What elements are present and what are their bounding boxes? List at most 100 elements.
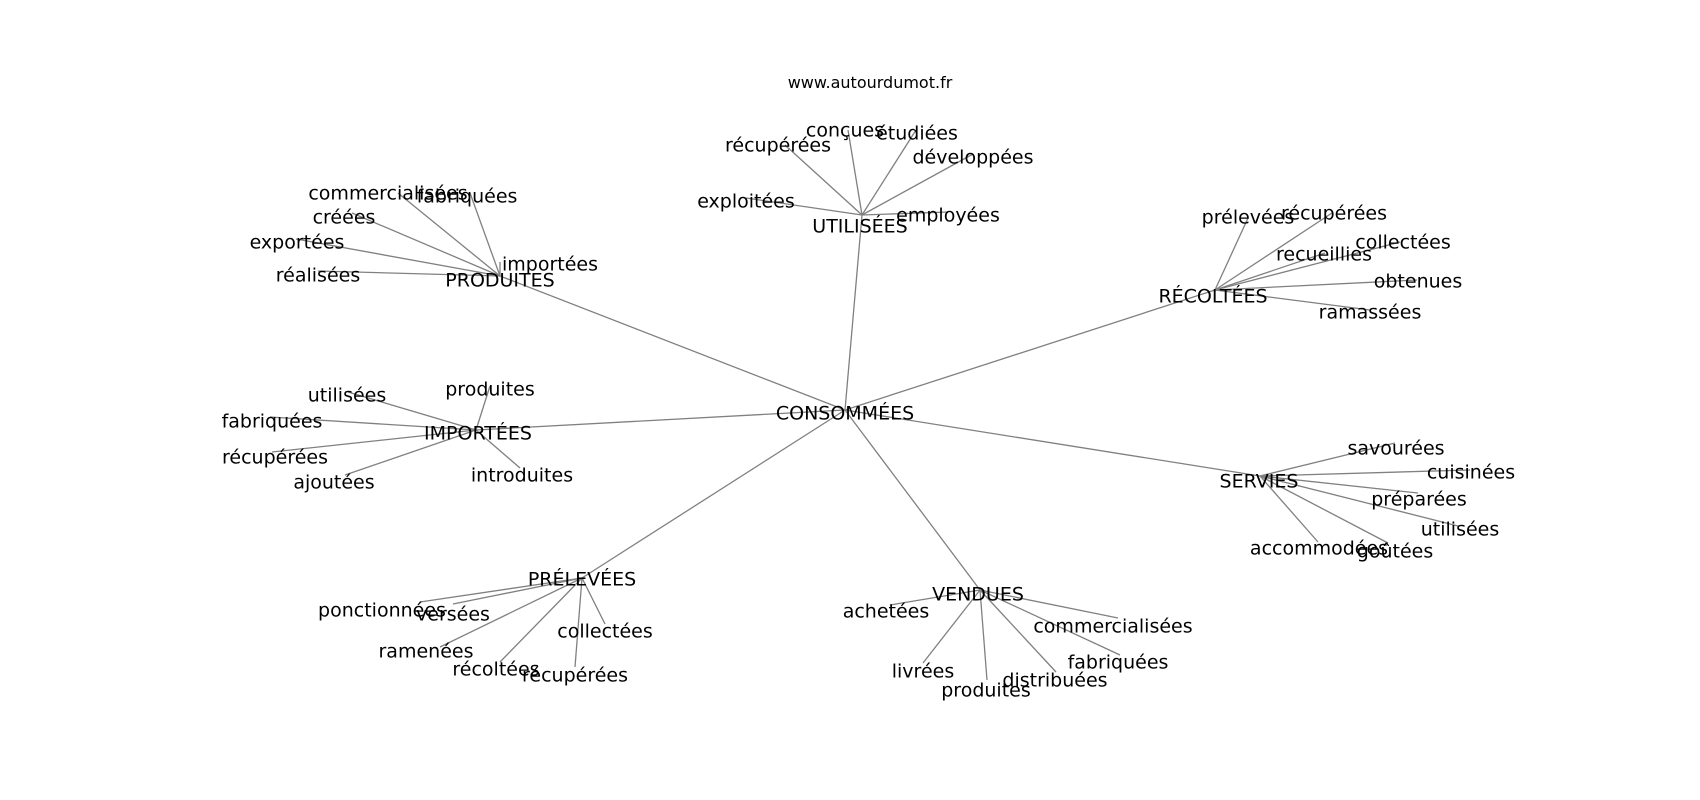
edge-hub-to-leaf [1259,469,1471,477]
leaf-node-label: produites [941,680,1031,702]
hub-node-label: VENDUES [932,584,1024,606]
hub-node-label: IMPORTÉES [424,422,532,445]
edge-hub-to-leaf [1259,475,1459,527]
edge-hub-to-leaf [1214,217,1249,291]
edge-hub-to-leaf [1214,289,1371,311]
leaf-node-label: développées [913,147,1034,169]
leaf-node-label: introduites [471,465,573,487]
edge-hub-to-leaf [475,385,491,431]
edge-hub-to-leaf [397,192,501,277]
edge-center-to-hub [499,275,846,411]
leaf-node-label: savourées [1347,438,1444,460]
edge-center-to-hub [844,214,863,411]
leaf-node-label: livrées [892,661,954,683]
edge-center-to-hub [475,409,846,431]
edge-hub-to-leaf [1214,241,1401,291]
edge-hub-to-leaf [1259,442,1396,477]
leaf-node-label: distribuées [1002,670,1107,692]
edge-hub-to-leaf [784,144,863,216]
edge-hub-to-leaf [1214,212,1333,291]
hub-node-label: UTILISÉES [812,215,907,238]
center-node-label: CONSOMMÉES [776,402,914,425]
edge-hub-to-leaf [439,577,583,648]
edge-hub-to-leaf [861,153,974,216]
edge-hub-to-leaf [452,577,583,605]
leaf-node-label: obtenues [1374,271,1463,293]
leaf-node-label: versées [416,604,490,626]
hub-node-label: RÉCOLTÉES [1158,285,1267,308]
leaf-node-label: conçues [806,120,884,142]
hub-node-label: PRODUITES [445,270,554,292]
edge-hub-to-leaf [475,429,521,469]
edge-hub-to-leaf [269,416,477,431]
edge-hub-to-leaf [979,589,1057,673]
edge-hub-to-leaf [317,270,501,277]
edge-hub-to-leaf [1214,279,1418,291]
leaf-node-label: goûtées [1357,541,1433,563]
leaf-node-label: récupérées [725,135,831,157]
leaf-node-label: collectées [1355,232,1451,254]
leaf-node-label: importées [502,254,598,276]
leaf-node-label: prélevées [1202,207,1295,229]
edge-center-to-hub [844,409,1261,477]
leaf-node-label: utilisées [1421,519,1500,541]
edge-hub-to-leaf [469,192,501,277]
leaf-node-label: récupérées [1281,203,1387,225]
leaf-node-label: récupérées [522,665,628,687]
leaf-node-label: commercialisées [308,183,467,205]
edge-hub-to-leaf [847,129,863,216]
leaf-node-label: fabriquées [417,186,518,208]
leaf-node-label: recueillies [1276,244,1372,266]
edge-hub-to-leaf [1214,252,1326,291]
leaf-node-label: commercialisées [1033,616,1192,638]
leaf-node-label: utilisées [308,385,387,407]
graph-edges [269,129,1471,681]
edge-hub-to-leaf [347,391,477,431]
leaf-node-label: exportées [250,232,345,254]
leaf-node-label: fabriquées [222,411,323,433]
edge-hub-to-leaf [1259,475,1389,544]
edge-hub-to-leaf [295,238,501,277]
source-label: www.autourdumot.fr [788,73,953,92]
hub-node-label: PRÉLEVÉES [528,568,636,591]
leaf-node-label: créées [313,207,376,229]
edge-hub-to-leaf [574,577,583,668]
edge-hub-to-leaf [979,589,1119,619]
graph-labels: CONSOMMÉESUTILISÉESconçuesrécupéréesétud… [222,120,1516,702]
leaf-node-label: produites [445,379,535,401]
edge-hub-to-leaf [344,429,477,476]
edge-hub-to-leaf [979,589,1121,656]
edge-hub-to-leaf [351,212,501,277]
leaf-node-label: fabriquées [1068,652,1169,674]
leaf-node-label: étudiées [876,123,958,145]
edge-hub-to-leaf [889,589,981,606]
leaf-node-label: exploitées [697,191,795,213]
edge-hub-to-leaf [419,577,583,603]
leaf-node-label: ramassées [1319,302,1422,324]
leaf-node-label: récoltées [452,659,539,681]
edge-hub-to-leaf [922,589,981,664]
leaf-node-label: collectées [557,621,653,643]
edge-center-to-hub [844,409,981,591]
edge-hub-to-leaf [979,589,988,681]
leaf-node-label: achetées [843,601,930,623]
leaf-node-label: préparées [1371,489,1467,511]
edge-hub-to-leaf [861,211,949,216]
edge-hub-to-leaf [861,129,917,216]
edge-center-to-hub [581,409,846,579]
leaf-node-label: cuisinées [1427,462,1515,484]
leaf-node-label: ramenées [379,641,474,663]
edge-center-to-hub [844,289,1216,411]
hub-node-label: SERVIES [1220,471,1299,493]
leaf-node-label: récupérées [222,447,328,469]
leaf-node-label: réalisées [276,265,360,287]
edge-hub-to-leaf [1259,475,1419,494]
edge-hub-to-leaf [581,577,606,625]
leaf-node-label: ajoutées [293,472,374,494]
leaf-node-label: ponctionnées [318,600,446,622]
leaf-node-label: accommodées [1250,538,1388,560]
edge-hub-to-leaf [1259,475,1319,543]
edge-hub-to-leaf [745,197,863,216]
edge-hub-to-leaf [271,429,477,453]
